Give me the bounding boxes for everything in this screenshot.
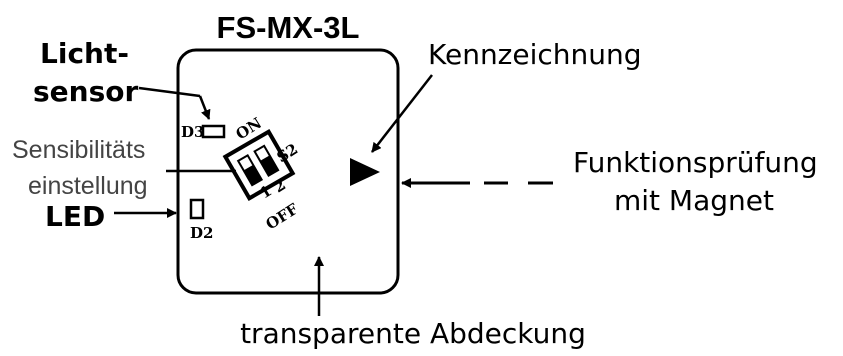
marking-arrow bbox=[371, 74, 433, 153]
led-component bbox=[189, 198, 205, 220]
pcb-label-d2: D2 bbox=[190, 224, 213, 242]
led-label: LED bbox=[45, 200, 105, 233]
function-test-label-line1: Funktionsprüfung bbox=[573, 146, 818, 179]
transparent-cover-label: transparente Abdeckung bbox=[240, 317, 586, 350]
marking-triangle-icon bbox=[350, 158, 380, 186]
sensitivity-label-line2: einstellung bbox=[28, 172, 148, 200]
light-sensor-label-line2: sensor bbox=[33, 75, 138, 108]
pcb-label-d3: D3 bbox=[181, 123, 204, 141]
device-title: FS-MX-3L bbox=[217, 10, 360, 45]
light-sensor-arrow-tip bbox=[198, 95, 211, 120]
light-sensor-arrow bbox=[138, 86, 201, 98]
function-test-label-line2: mit Magnet bbox=[614, 184, 774, 217]
marking-label: Kennzeichnung bbox=[428, 38, 642, 71]
light-sensor-label-line1: Licht- bbox=[40, 37, 129, 70]
sensitivity-label-line1: Sensibilitäts bbox=[12, 136, 145, 164]
light-sensor-component bbox=[201, 124, 226, 139]
dip-switch-s2 bbox=[222, 128, 296, 202]
